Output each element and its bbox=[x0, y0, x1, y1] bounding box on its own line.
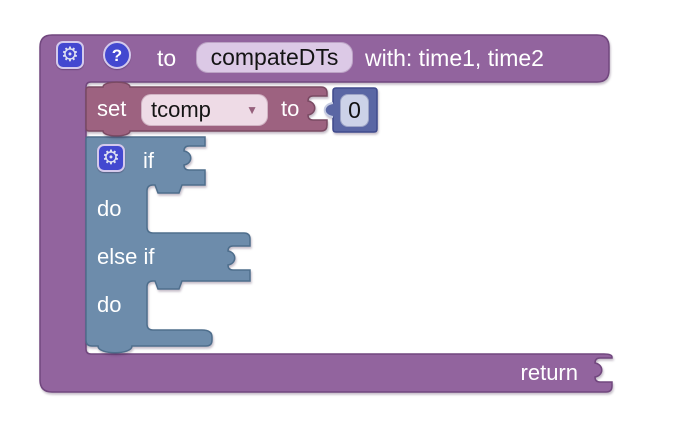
dropdown-arrow-icon: ▼ bbox=[246, 103, 258, 117]
set-to-label: to bbox=[281, 96, 300, 121]
do2-label: do bbox=[97, 292, 122, 317]
variable-dropdown[interactable]: tcomp ▼ bbox=[141, 94, 268, 126]
if-mutator-button[interactable]: ⚙ bbox=[97, 144, 125, 172]
gear-icon: ⚙ bbox=[61, 44, 79, 66]
do-label: do bbox=[97, 196, 122, 221]
variable-dropdown-value: tcomp bbox=[151, 97, 211, 122]
procedure-to-label: to bbox=[157, 45, 177, 71]
procedure-mutator-button[interactable]: ⚙ bbox=[56, 41, 84, 69]
else-if-label: else if bbox=[97, 244, 155, 269]
procedure-help-button[interactable]: ? bbox=[103, 41, 131, 69]
procedure-params-label: with: time1, time2 bbox=[365, 45, 544, 71]
procedure-name-field[interactable]: compateDTs bbox=[196, 42, 353, 73]
procedure-block-shape[interactable] bbox=[39, 34, 613, 393]
return-label: return bbox=[520, 360, 578, 385]
number-block-plug-highlight bbox=[323, 102, 334, 118]
number-value-field[interactable]: 0 bbox=[340, 94, 369, 127]
question-icon: ? bbox=[111, 45, 123, 65]
if-label: if bbox=[143, 148, 154, 173]
if-block-shape[interactable] bbox=[85, 136, 251, 354]
gear-icon: ⚙ bbox=[102, 147, 120, 169]
set-label: set bbox=[97, 96, 127, 121]
